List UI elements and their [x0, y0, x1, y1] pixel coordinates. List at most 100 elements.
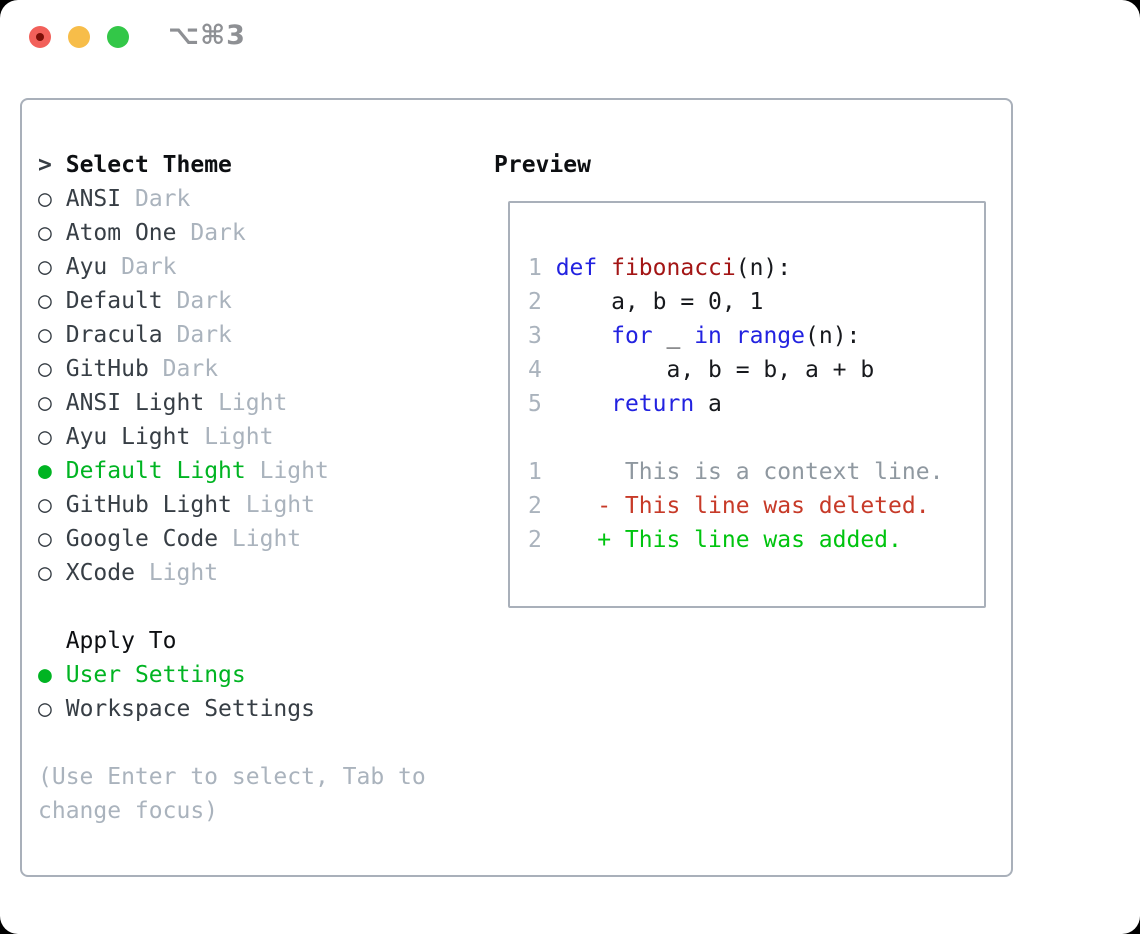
- code-segment: return: [611, 391, 695, 417]
- code-segment: [542, 323, 611, 349]
- line-number: 4: [528, 357, 542, 383]
- traffic-lights: [29, 26, 129, 48]
- theme-selector-panel: > Select Theme ○ ANSI Dark○ Atom One Dar…: [20, 98, 1013, 877]
- spacer-row: [38, 590, 426, 624]
- apply-target-label: User Settings: [65, 662, 246, 688]
- line-number: 5: [528, 391, 542, 417]
- theme-name: Dracula: [65, 322, 163, 348]
- theme-variant-tag: Light: [148, 560, 219, 586]
- theme-option-github[interactable]: ○ GitHub Dark: [38, 352, 426, 386]
- context-line: 1 This is a context line.: [528, 455, 970, 489]
- code-segment: [542, 255, 556, 281]
- theme-name: Atom One: [65, 220, 177, 246]
- theme-option-google-code[interactable]: ○ Google Code Light: [38, 522, 426, 556]
- select-theme-header: > Select Theme: [38, 148, 426, 182]
- theme-name: Ayu: [65, 254, 108, 280]
- apply-to-header: Apply To: [65, 628, 177, 654]
- theme-option-atom-one[interactable]: ○ Atom One Dark: [38, 216, 426, 250]
- blank-line: [528, 421, 970, 455]
- code-segment: + This line was added.: [541, 527, 902, 553]
- code-segment: [597, 255, 611, 281]
- theme-variant-tag: Dark: [176, 322, 232, 348]
- code-segment: in: [694, 323, 722, 349]
- code-segment: (n):: [805, 323, 861, 349]
- theme-name: Default Light: [65, 458, 246, 484]
- theme-option-ansi-light[interactable]: ○ ANSI Light Light: [38, 386, 426, 420]
- theme-option-xcode[interactable]: ○ XCode Light: [38, 556, 426, 590]
- line-number: 1: [528, 459, 542, 485]
- theme-name: Google Code: [65, 526, 219, 552]
- line-number: 3: [528, 323, 542, 349]
- code-segment: This is a context line.: [541, 459, 944, 485]
- radio-unselected-icon: ○: [38, 186, 52, 212]
- code-segment: a, b = 0, 1: [541, 289, 764, 315]
- theme-name: XCode: [65, 560, 135, 586]
- theme-option-ayu-light[interactable]: ○ Ayu Light Light: [38, 420, 426, 454]
- code-line: 5 return a: [528, 387, 970, 421]
- radio-unselected-icon: ○: [38, 526, 52, 552]
- theme-option-ansi[interactable]: ○ ANSI Dark: [38, 182, 426, 216]
- theme-name: Ayu Light: [65, 424, 191, 450]
- hint-text-line-1: (Use Enter to select, Tab to: [38, 764, 426, 790]
- theme-variant-tag: Dark: [134, 186, 191, 212]
- prompt-marker-icon: >: [38, 152, 52, 178]
- window-title: ⌥⌘3: [168, 20, 246, 51]
- radio-unselected-icon: ○: [38, 424, 52, 450]
- theme-variant-tag: Light: [231, 526, 302, 552]
- theme-option-ayu[interactable]: ○ Ayu Dark: [38, 250, 426, 284]
- theme-variant-tag: Dark: [162, 356, 219, 382]
- close-button[interactable]: [29, 26, 51, 48]
- radio-unselected-icon: ○: [38, 288, 52, 314]
- radio-unselected-icon: ○: [38, 560, 52, 586]
- theme-name: ANSI: [65, 186, 122, 212]
- theme-list: ○ ANSI Dark○ Atom One Dark○ Ayu Dark○ De…: [38, 182, 426, 590]
- theme-variant-tag: Light: [245, 492, 315, 518]
- preview-code: 1 def fibonacci(n): 2 a, b = 0, 1 3 for _ …: [528, 251, 970, 557]
- code-segment: a: [694, 391, 722, 417]
- code-segment: [722, 323, 736, 349]
- radio-unselected-icon: ○: [38, 220, 52, 246]
- hint-text-line-2: change focus): [38, 798, 219, 824]
- theme-option-dracula[interactable]: ○ Dracula Dark: [38, 318, 426, 352]
- radio-unselected-icon: ○: [38, 356, 52, 382]
- code-segment: _: [652, 323, 695, 349]
- preview-box: 1 def fibonacci(n): 2 a, b = 0, 1 3 for _ …: [508, 201, 986, 608]
- code-segment: range: [735, 323, 805, 349]
- close-dot-icon: [36, 33, 44, 41]
- code-line: 1 def fibonacci(n):: [528, 251, 970, 285]
- radio-selected-icon: ●: [38, 458, 52, 484]
- theme-variant-tag: Dark: [190, 220, 246, 246]
- apply-target-list: ● User Settings○ Workspace Settings: [38, 658, 426, 726]
- code-segment: for: [611, 323, 653, 349]
- theme-variant-tag: Light: [204, 424, 274, 450]
- select-theme-title: Select Theme: [65, 152, 232, 178]
- preview-header: Preview: [494, 152, 591, 178]
- code-line: 4 a, b = b, a + b: [528, 353, 970, 387]
- code-segment: (n):: [735, 255, 792, 281]
- radio-unselected-icon: ○: [38, 322, 52, 348]
- minimize-button[interactable]: [68, 26, 90, 48]
- line-number: 2: [528, 289, 542, 315]
- theme-option-default-light[interactable]: ● Default Light Light: [38, 454, 426, 488]
- code-segment: [542, 391, 611, 417]
- code-segment: - This line was deleted.: [541, 493, 930, 519]
- line-number: 2: [528, 493, 542, 519]
- theme-variant-tag: Dark: [176, 288, 232, 314]
- theme-variant-tag: Dark: [121, 254, 177, 280]
- line-number: 1: [528, 255, 542, 281]
- code-line: 3 for _ in range(n):: [528, 319, 970, 353]
- theme-name: ANSI Light: [65, 390, 205, 416]
- theme-option-default[interactable]: ○ Default Dark: [38, 284, 426, 318]
- theme-option-github-light[interactable]: ○ GitHub Light Light: [38, 488, 426, 522]
- deleted-line: 2 - This line was deleted.: [528, 489, 970, 523]
- radio-unselected-icon: ○: [38, 390, 52, 416]
- zoom-button[interactable]: [107, 26, 129, 48]
- apply-option-workspace-settings[interactable]: ○ Workspace Settings: [38, 692, 426, 726]
- theme-name: GitHub Light: [65, 492, 232, 518]
- radio-unselected-icon: ○: [38, 254, 52, 280]
- apply-option-user-settings[interactable]: ● User Settings: [38, 658, 426, 692]
- theme-name: Default: [65, 288, 163, 314]
- radio-unselected-icon: ○: [38, 492, 52, 518]
- theme-name: GitHub: [65, 356, 149, 382]
